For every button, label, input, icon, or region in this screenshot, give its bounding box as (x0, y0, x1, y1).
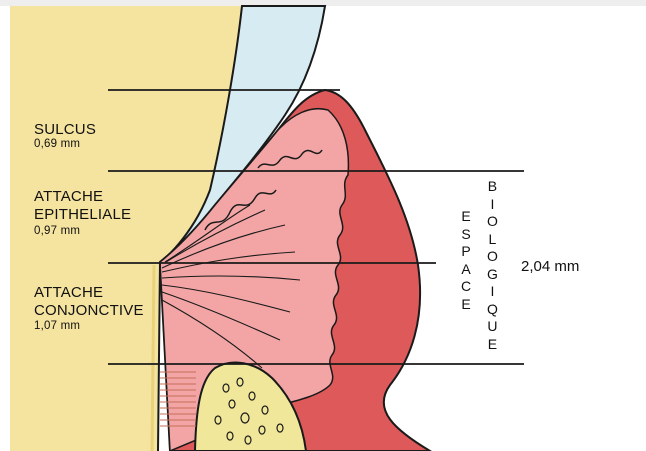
biologique-letter: O (487, 213, 498, 231)
attache-epi-line2: EPITHELIALE (34, 206, 131, 223)
attache-conj-line1: ATTACHE (34, 284, 103, 301)
biologique-letter: O (487, 248, 498, 266)
sulcus-title: SULCUS (34, 121, 96, 138)
espace-letter: S (461, 226, 470, 244)
attache-conj-line2: CONJONCTIVE (34, 302, 144, 319)
espace-letter: E (461, 208, 470, 226)
biologique-letter: I (491, 283, 495, 301)
biologique-letter: B (488, 178, 497, 196)
biologique-letter: U (487, 318, 497, 336)
root-surface-inner (152, 265, 154, 451)
biologique-letter: E (488, 336, 497, 354)
biologique-letter: G (487, 266, 498, 284)
espace-letter: E (461, 296, 470, 314)
espace-vertical-label: E S P A C E (461, 208, 471, 313)
attache-epi-value: 0,97 mm (34, 225, 80, 238)
biologique-vertical-label: B I O L O G I Q U E (487, 178, 498, 353)
espace-letter: P (461, 243, 470, 261)
espace-letter: C (461, 278, 471, 296)
biological-width-value: 2,04 mm (521, 258, 579, 275)
espace-letter: A (461, 261, 470, 279)
attache-conj-value: 1,07 mm (34, 320, 80, 333)
sulcus-value: 0,69 mm (34, 138, 80, 151)
biologique-letter: Q (487, 301, 498, 319)
biologique-letter: I (491, 196, 495, 214)
biologique-letter: L (489, 231, 497, 249)
attache-epi-line1: ATTACHE (34, 188, 103, 205)
